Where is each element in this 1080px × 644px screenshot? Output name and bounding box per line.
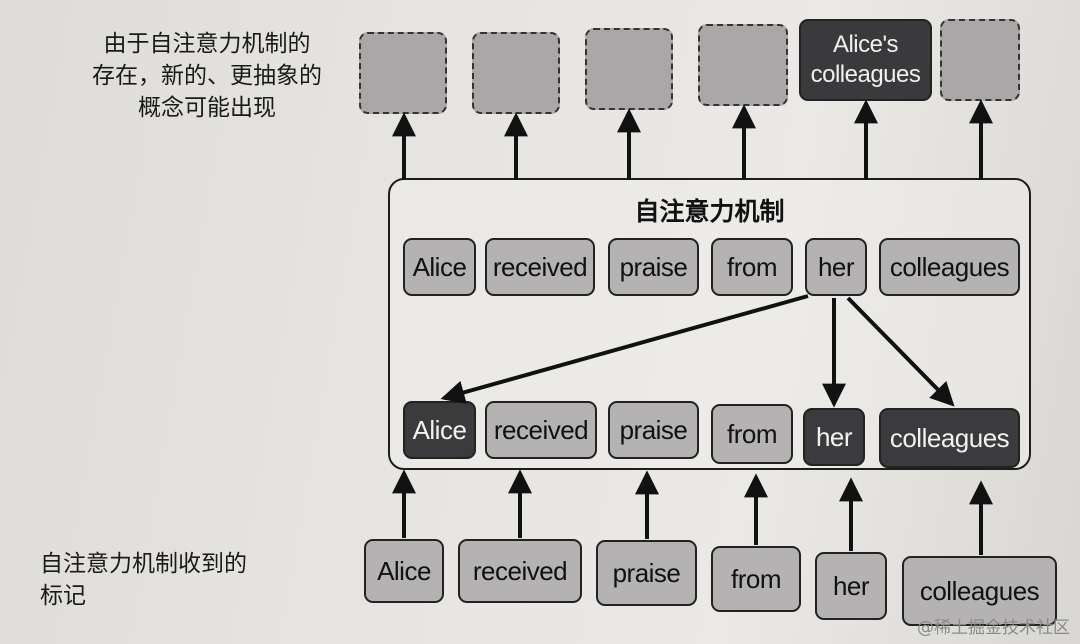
input-token-alice: Alice (364, 539, 444, 603)
mech-top-token-her: her (805, 238, 867, 296)
attention-arrow-her-to-colleagues (846, 296, 955, 407)
mech-bottom-token-praise: praise (608, 401, 699, 459)
label-abstract-concepts: 由于自注意力机制的 存在，新的、更抽象的 概念可能出现 (92, 31, 322, 121)
attention-arrow-her-to-alice (440, 294, 809, 405)
mech-top-token-from: from (711, 238, 793, 296)
input-token-her: her (815, 552, 887, 620)
input-token-from: from (711, 546, 801, 612)
mech-top-token-received: received (485, 238, 595, 296)
label-received-tokens: 自注意力机制收到的 标记 (40, 551, 247, 609)
mech-top-token-alice: Alice (403, 238, 476, 296)
output-box-1 (359, 32, 447, 114)
output-box-3 (585, 28, 673, 110)
mech-top-token-praise: praise (608, 238, 699, 296)
mech-bottom-token-alice: Alice (403, 401, 476, 459)
output-box-6 (940, 19, 1020, 101)
input-token-colleagues: colleagues (902, 556, 1057, 626)
container-title: 自注意力机制 (634, 197, 785, 226)
output-box-alices-colleagues: Alice's colleagues (799, 19, 932, 101)
mech-bottom-token-received: received (485, 401, 597, 459)
mech-top-token-colleagues: colleagues (879, 238, 1020, 296)
input-token-received: received (458, 539, 582, 603)
watermark: @稀土掘金技术社区 (917, 618, 1070, 638)
mech-bottom-token-from: from (711, 404, 793, 464)
input-token-praise: praise (596, 540, 697, 606)
mech-bottom-token-her: her (803, 408, 865, 466)
output-box-4 (698, 24, 788, 106)
mech-bottom-token-colleagues: colleagues (879, 408, 1020, 468)
